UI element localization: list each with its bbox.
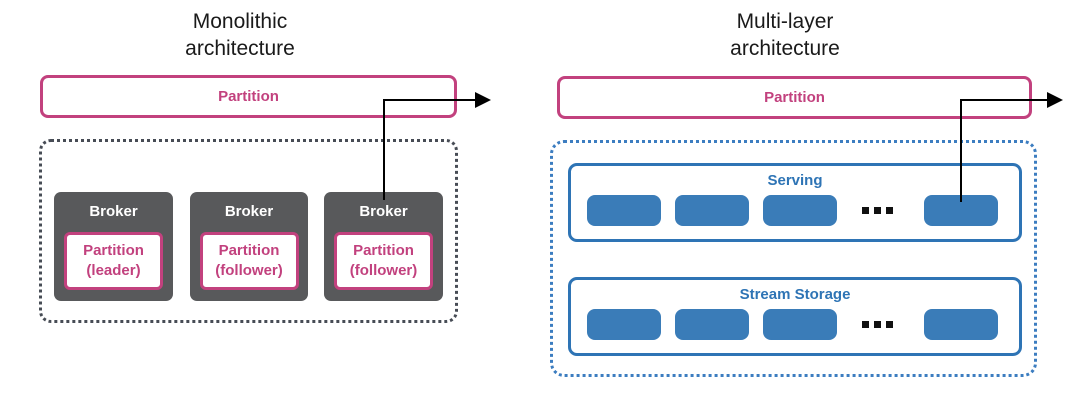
partition-follower-box: Partition (follower) [199,232,299,290]
serving-layer-box: Serving [568,163,1022,242]
multilayer-partition-box: Partition [557,76,1032,119]
stream-storage-node [675,309,749,340]
multilayer-arrow-vertical-line [960,99,962,202]
broker-box-1: Broker Partition (leader) [54,192,173,301]
stream-storage-node-row [571,309,1019,340]
multilayer-arrow-horizontal-line [961,99,1047,101]
broker-label: Broker [89,203,138,220]
stream-storage-node [763,309,837,340]
monolithic-arrow-vertical-line [383,99,385,200]
partition-leader-box: Partition (leader) [64,232,163,290]
multilayer-title: Multi-layer architecture [730,10,840,60]
serving-node [587,195,661,226]
broker-box-2: Broker Partition (follower) [190,192,308,301]
serving-layer-label: Serving [767,172,823,189]
stream-storage-node [924,309,998,340]
stream-storage-layer-label: Stream Storage [739,286,851,303]
multilayer-partition-label: Partition [764,89,825,106]
ellipsis-icon [862,321,893,328]
serving-node [763,195,837,226]
monolithic-partition-box: Partition [40,75,457,118]
partition-follower-box: Partition (follower) [334,232,433,290]
stream-storage-node [587,309,661,340]
serving-node [675,195,749,226]
ellipsis-icon [862,207,893,214]
monolithic-arrowhead-icon [475,92,491,108]
stream-storage-layer-box: Stream Storage [568,277,1022,356]
serving-node-row [571,195,1019,226]
broker-label: Broker [359,203,408,220]
monolithic-arrow-horizontal-line [384,99,476,101]
multilayer-cluster-boundary [550,140,1037,377]
broker-label: Broker [224,203,274,220]
multilayer-arrowhead-icon [1047,92,1063,108]
monolithic-partition-label: Partition [218,88,279,105]
monolithic-title: Monolithic architecture [185,10,295,60]
broker-box-3: Broker Partition (follower) [324,192,443,301]
broker-cluster-boundary [39,139,458,323]
